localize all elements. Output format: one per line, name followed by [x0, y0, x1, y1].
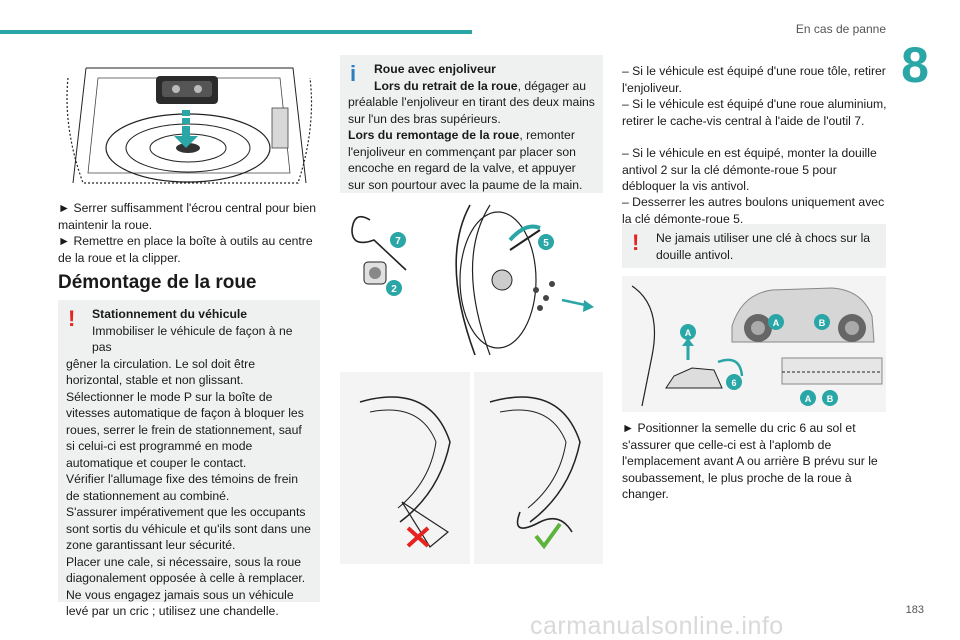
watermark: carmanualsonline.info: [530, 612, 784, 640]
info-removal-label: Lors du retrait de la roue: [374, 78, 518, 93]
header-accent-bar: [0, 30, 472, 34]
label-A-jack: A: [685, 328, 692, 338]
section-title: En cas de panne: [795, 22, 886, 36]
info-title: Roue avec enjoliveur: [374, 62, 496, 76]
trunk-spare-wheel-figure: [66, 67, 313, 184]
warning-icon: !: [68, 306, 76, 331]
instruction-loosen-bolts: – Desserrer les autres boulons uniquemen…: [622, 195, 885, 226]
step-tighten-nut: ► Serrer suffisamment l'écrou central po…: [58, 201, 317, 232]
info-refit-text: , remonter l'enjoliveur en commençant pa…: [348, 128, 583, 192]
page-number: 183: [905, 604, 924, 616]
warning-line-stand: Ne vous engagez jamais sous un véhicule …: [66, 587, 294, 619]
label-7-badge: [390, 232, 406, 248]
warning-title: Stationnement du véhicule: [92, 307, 248, 321]
step-position-jack: ► Positionner la semelle du cric 6 au so…: [622, 421, 878, 501]
info-removal-text: préalable l'enjoliveur en tirant des deu…: [348, 95, 595, 126]
wheel-removal-figure: 7 2 5: [351, 204, 594, 356]
check-icon: [534, 522, 562, 550]
warning-line-indicator: Vérifier l'allumage fixe des témoins de …: [66, 472, 298, 503]
warning-line-occupants: S'assurer impérativement que les occupan…: [66, 505, 311, 552]
warning-impact-text: Ne jamais utiliser une clé à chocs sur l…: [656, 231, 871, 262]
label-B-detail: B: [827, 394, 834, 404]
info-icon: i: [350, 61, 357, 86]
jack-position-figure: A B A 6 A B: [622, 276, 886, 412]
instruction-antitheft: – Si le véhicule en est équipé, monter l…: [622, 146, 877, 193]
warning-first-line: Immobiliser le véhicule de façon à ne pa…: [92, 323, 293, 355]
cross-icon: [406, 526, 430, 548]
warning-line-chock: Placer une cale, si nécessaire, sous la …: [66, 554, 306, 586]
warning-line-mode-p: Sélectionner le mode P sur la boîte de v…: [66, 389, 304, 470]
label-5-badge: [538, 234, 554, 250]
info-refit-label: Lors du remontage de la roue: [348, 128, 520, 142]
label-6: 6: [731, 378, 736, 388]
chapter-number: 8: [901, 37, 929, 93]
section-heading: Démontage de la roue: [58, 272, 257, 293]
label-A-detail: A: [805, 394, 812, 404]
label-2: 2: [391, 284, 397, 295]
step-refit-toolbox: ► Remettre en place la boîte à outils au…: [58, 234, 313, 265]
instruction-steel-wheel: – Si le véhicule est équipé d'une roue t…: [622, 64, 886, 95]
info-box-hubcap: i Roue avec enjoliveur Lors du retrait d…: [340, 55, 603, 193]
warning-line-ground: gêner la circulation. Le sol doit être h…: [66, 356, 256, 388]
warning-box-impact-wrench: ! Ne jamais utiliser une clé à chocs sur…: [622, 224, 886, 268]
info-removal-first: , dégager au: [517, 78, 587, 93]
warning-box-parking: ! Stationnement du véhicule Immobiliser …: [58, 300, 320, 618]
label-7: 7: [395, 236, 401, 247]
label-B-car: B: [819, 318, 826, 328]
label-A-car: A: [773, 318, 780, 328]
instruction-alloy-wheel: – Si le véhicule est équipé d'une roue a…: [622, 97, 887, 128]
wrench-use-figure: [340, 372, 603, 564]
label-5: 5: [543, 238, 549, 249]
label-2-badge: [386, 280, 402, 296]
warning-icon-2: !: [632, 230, 640, 255]
